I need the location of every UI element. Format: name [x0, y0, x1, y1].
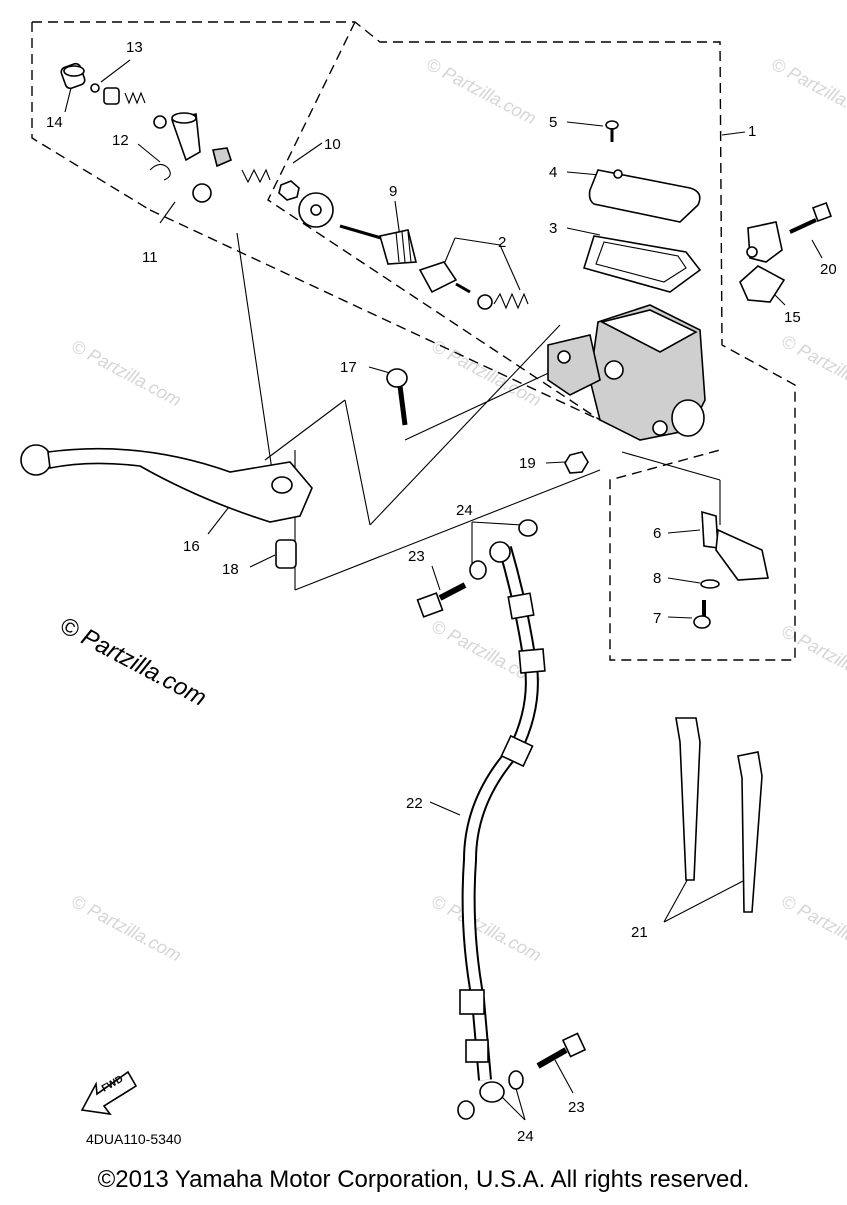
- group-outline-1: [32, 21, 796, 661]
- callout-19: 19: [519, 455, 536, 472]
- callout-13: 13: [126, 39, 143, 56]
- part-23-banjo-bolt: [536, 1032, 587, 1069]
- callout-9: 9: [389, 183, 397, 200]
- callout-17: 17: [340, 359, 357, 376]
- callout-5: 5: [549, 114, 557, 131]
- group-outline-bottom: [149, 209, 601, 421]
- part-24-washer: [518, 519, 538, 537]
- callout-18: 18: [222, 561, 239, 578]
- watermark: © Partzilla.com: [423, 54, 539, 129]
- part-2-piston: [418, 261, 529, 310]
- watermark: © Partzilla.com: [68, 891, 184, 966]
- part-23-banjo-bolt: [416, 582, 467, 618]
- watermark: © Partzilla.com: [768, 54, 847, 129]
- group-outlines: [31, 21, 796, 661]
- callout-14: 14: [46, 114, 63, 131]
- callout-8: 8: [653, 570, 661, 587]
- part-24-washer: [508, 1070, 524, 1090]
- part-22-brake-hose: [459, 541, 546, 1103]
- parts: FWD: [20, 62, 832, 1120]
- part-19-nut: [564, 451, 589, 474]
- watermark: © Partzilla.com: [428, 336, 544, 411]
- callout-22: 22: [406, 795, 423, 812]
- callout-7: 7: [653, 610, 661, 627]
- part-4-reservoir-cap: [588, 169, 701, 223]
- part-21-cable-ties: [675, 717, 763, 913]
- part-17-bolt: [386, 368, 408, 426]
- part-15-clamp: [739, 221, 786, 303]
- watermark: © Partzilla.com: [778, 621, 847, 696]
- part-1-master-cylinder: [547, 304, 706, 441]
- callout-24-upper: 24: [456, 502, 473, 519]
- diagram-code: 4DUA110-5340: [86, 1131, 182, 1147]
- part-8-washer: [700, 579, 720, 589]
- leader-lines: [64, 59, 823, 1121]
- callout-23-upper: 23: [408, 548, 425, 565]
- callout-20: 20: [820, 261, 837, 278]
- callout-10: 10: [324, 136, 341, 153]
- callout-2: 2: [498, 234, 506, 251]
- callout-15: 15: [784, 309, 801, 326]
- watermark: © Partzilla.com: [778, 891, 847, 966]
- part-16-lever: [20, 444, 313, 523]
- watermark: © Partzilla.com: [68, 336, 184, 411]
- part-24-washer: [457, 1100, 475, 1120]
- part-7-screw: [693, 600, 711, 629]
- part-9-pushrod: [339, 224, 418, 265]
- callout-11: 11: [142, 249, 158, 266]
- part-24-washer: [469, 560, 487, 580]
- part-20-bolt: [789, 202, 832, 234]
- part-10-washer: [278, 180, 334, 228]
- callout-16: 16: [183, 538, 200, 555]
- callout-12: 12: [112, 132, 129, 149]
- callout-21: 21: [631, 924, 648, 941]
- callout-1: 1: [748, 123, 756, 140]
- part-18-collar: [275, 539, 297, 569]
- watermark: © Partzilla.com: [778, 331, 847, 406]
- part-3-diaphragm: [582, 235, 702, 293]
- part-5-screw: [605, 120, 619, 142]
- copyright-notice: ©2013 Yamaha Motor Corporation, U.S.A. A…: [97, 1166, 750, 1193]
- fwd-arrow-icon: FWD: [80, 1070, 138, 1116]
- group-outline-11: [31, 22, 151, 211]
- callout-3: 3: [549, 220, 557, 237]
- part-adjuster-body: [149, 112, 271, 203]
- callouts: 1 2 3 4 5 6 7 8 9 10 11 12 13 14 15 16 1…: [46, 39, 837, 1145]
- group-outline-inner: [267, 21, 601, 421]
- watermark: © Partzilla.com: [428, 891, 544, 966]
- callout-6: 6: [653, 525, 661, 542]
- part-14-cap: [60, 62, 86, 90]
- callout-4: 4: [549, 164, 557, 181]
- part-13-nut: [90, 83, 167, 129]
- callout-23-lower: 23: [568, 1099, 585, 1116]
- callout-24-lower: 24: [517, 1128, 534, 1145]
- part-6-switch: [701, 510, 769, 581]
